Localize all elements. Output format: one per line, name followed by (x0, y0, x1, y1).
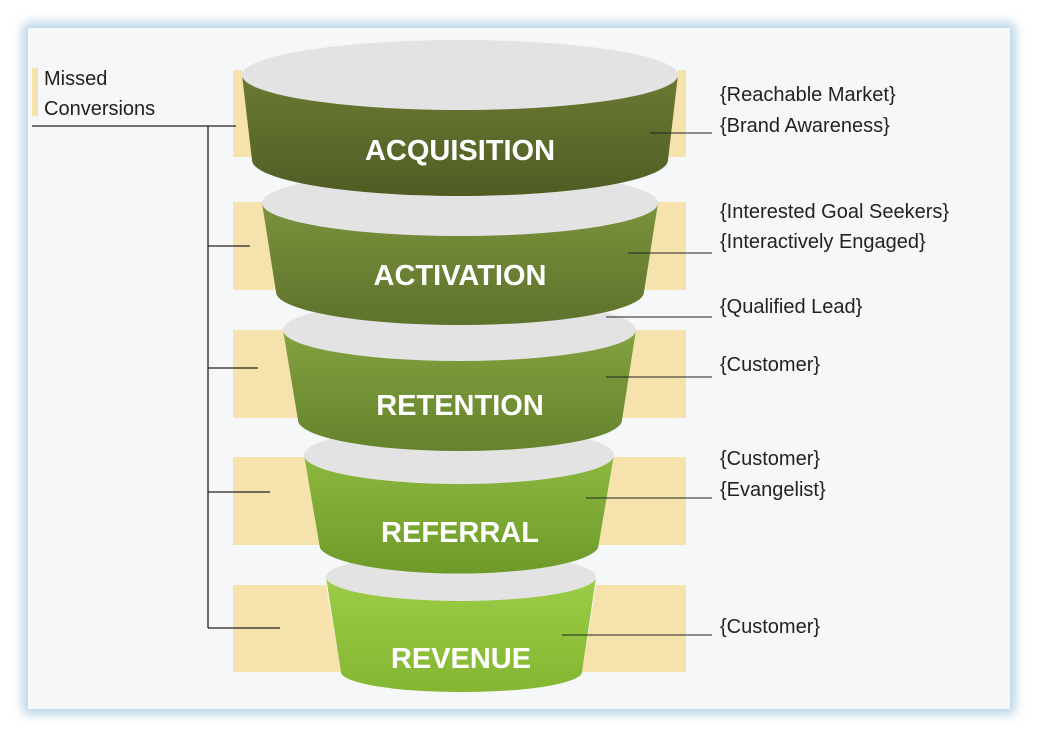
missed-block-revenue-right (582, 585, 686, 672)
note-referral-1: {Customer} (720, 448, 820, 470)
stage-label-acquisition: ACQUISITION (365, 135, 555, 167)
note-acquisition-1: {Reachable Market} (720, 84, 896, 106)
note-qualified-lead: {Qualified Lead} (720, 296, 863, 318)
missed-conversions-bracket (32, 125, 280, 629)
missed-block-acquisition-left (233, 70, 252, 157)
stage-acquisition: ACQUISITION (242, 40, 678, 196)
missed-conversions-label-line1: Missed (44, 68, 107, 90)
missed-block-referral-right (598, 457, 686, 545)
missed-block-activation-left (233, 202, 276, 290)
note-acquisition-2: {Brand Awareness} (720, 115, 890, 137)
missed-block-acquisition-right (668, 70, 686, 157)
note-revenue-1: {Customer} (720, 616, 820, 638)
missed-block-referral-left (233, 457, 320, 545)
stage-revenue: REVENUE (326, 553, 596, 693)
note-activation-1: {Interested Goal Seekers} (720, 201, 949, 223)
note-retention-1: {Customer} (720, 354, 820, 376)
stage-label-activation: ACTIVATION (374, 260, 547, 292)
missed-conversions-label-line2: Conversions (44, 98, 155, 120)
note-referral-2: {Evangelist} (720, 479, 826, 501)
missed-conversions-swatch (32, 68, 38, 116)
note-activation-2: {Interactively Engaged} (720, 231, 926, 253)
stage-label-revenue: REVENUE (391, 643, 531, 675)
missed-blocks (233, 70, 686, 672)
missed-block-revenue-left (233, 585, 341, 672)
stage-label-retention: RETENTION (376, 390, 544, 422)
missed-block-retention-right (622, 330, 686, 418)
stage-label-referral: REFERRAL (381, 517, 539, 549)
missed-block-retention-left (233, 330, 298, 418)
note-connectors (562, 132, 712, 636)
